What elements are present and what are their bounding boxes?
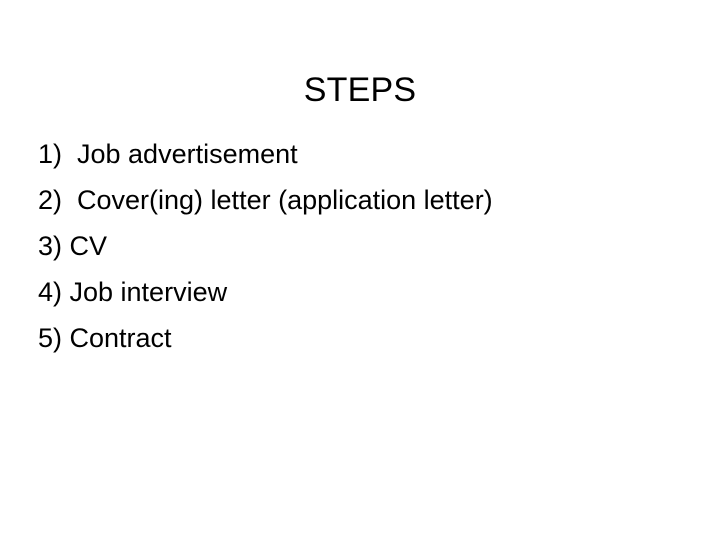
list-item: 4) Job interview	[38, 277, 228, 307]
steps-list: 1) Job advertisement 2) Cover(ing) lette…	[38, 131, 688, 361]
list-item: 3) CV	[38, 231, 108, 261]
list-item: 2) Cover(ing) letter (application letter…	[38, 185, 493, 215]
page-title: STEPS	[303, 70, 417, 109]
list-item: 5) Contract	[38, 323, 172, 353]
list-item: 1) Job advertisement	[38, 139, 298, 169]
